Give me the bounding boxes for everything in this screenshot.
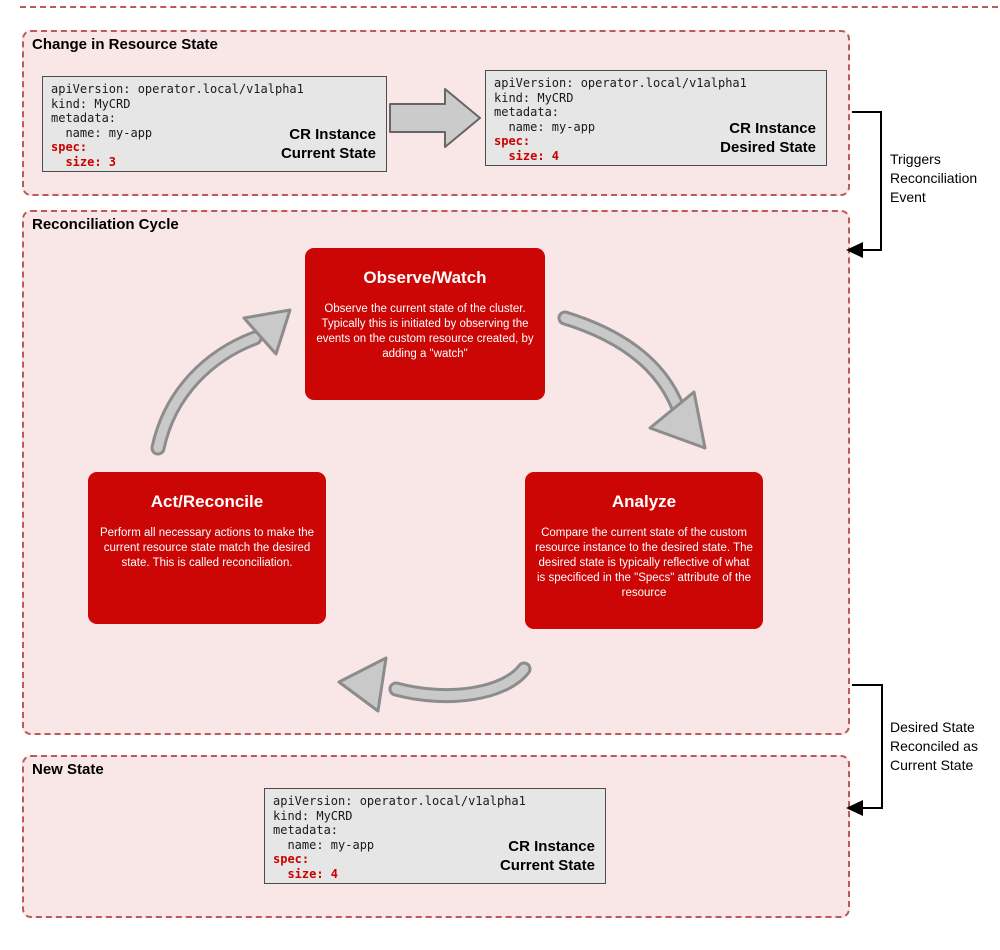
cr-instance-label: CR Instance Desired State	[720, 120, 816, 156]
node-title: Analyze	[611, 492, 677, 511]
yaml-code: apiVersion: operator.local/v1alpha1 kind…	[51, 82, 304, 140]
yaml-spec-code: spec: size: 4	[494, 134, 560, 163]
node-title: Act/Reconcile	[150, 492, 264, 511]
cr-instance-label: CR Instance Current State	[280, 126, 376, 162]
cr-desired-state-block: apiVersion: operator.local/v1alpha1 kind…	[485, 70, 827, 166]
section-title: Change in Resource State	[32, 36, 218, 53]
node-title: Observe/Watch	[363, 268, 487, 287]
yaml-code: apiVersion: operator.local/v1alpha1 kind…	[273, 794, 526, 852]
yaml-spec-code: spec: size: 3	[51, 140, 117, 169]
cycle-node-analyze: Analyze Compare the current state of the…	[525, 472, 763, 629]
yaml-spec-code: spec: size: 4	[273, 852, 339, 881]
section-title: New State	[32, 761, 104, 778]
connector-trigger-event	[846, 111, 882, 258]
connector-label-reconciled: Desired State Reconciled as Current Stat…	[890, 719, 978, 773]
connector-label-trigger: Triggers Reconciliation Event	[890, 151, 978, 205]
cr-new-state-block: apiVersion: operator.local/v1alpha1 kind…	[264, 788, 606, 884]
node-body: Observe the current state of the cluster…	[316, 303, 534, 360]
yaml-code: apiVersion: operator.local/v1alpha1 kind…	[494, 76, 747, 134]
cycle-node-observe-watch: Observe/Watch Observe the current state …	[305, 248, 545, 400]
section-new-state: New State	[22, 755, 850, 918]
section-title: Reconciliation Cycle	[32, 216, 179, 233]
node-body: Compare the current state of the custom …	[535, 527, 753, 599]
cr-instance-label: CR Instance Current State	[499, 838, 595, 874]
node-body: Perform all necessary actions to make th…	[99, 527, 315, 569]
cycle-node-act-reconcile: Act/Reconcile Perform all necessary acti…	[88, 472, 326, 624]
outer-top-dashed-line	[20, 6, 998, 8]
cr-current-state-block: apiVersion: operator.local/v1alpha1 kind…	[42, 76, 387, 172]
connector-desired-state	[846, 684, 883, 816]
